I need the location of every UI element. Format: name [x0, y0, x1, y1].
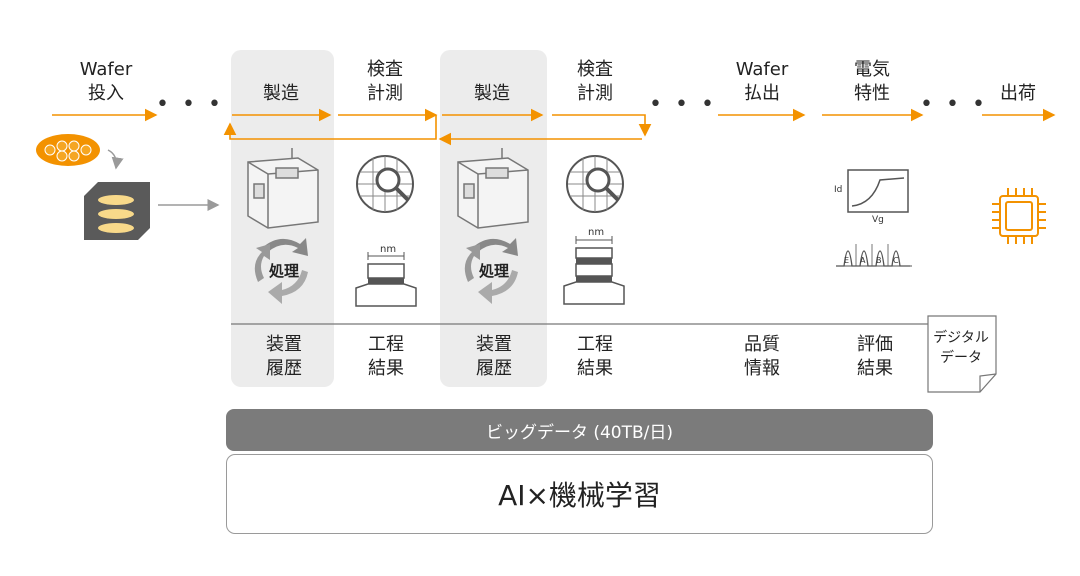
step-electrical: 電気 特性: [854, 59, 890, 104]
nm-label-2: nm: [588, 227, 604, 238]
inspection-magnifier-icon-1: [356, 155, 414, 213]
ai-machine-learning-box: AI×機械学習: [226, 454, 933, 534]
data-digital: デジタル データ: [933, 330, 989, 366]
ellipsis-3: • • •: [920, 92, 988, 117]
bin-a: A: [860, 256, 866, 265]
data-equipment-history-2: 装置 履歴: [476, 334, 512, 379]
id-vg-graph-icon: Id Vg: [834, 169, 909, 225]
step-manufacturing-1: 製造: [263, 83, 299, 104]
step-wafer-out: Wafer 払出: [735, 59, 789, 104]
nm-label-1: nm: [380, 244, 396, 255]
step-shipping: 出荷: [1000, 83, 1036, 104]
inspection-magnifier-icon-2: [566, 155, 624, 213]
data-process-results-2: 工程 結果: [577, 334, 613, 379]
distribution-bins-icon: E A B C: [836, 244, 912, 267]
big-data-bar: ビッグデータ (40TB/日): [226, 409, 933, 451]
layer-stack-icon-2: nm: [563, 227, 625, 305]
data-equipment-history-1: 装置 履歴: [266, 334, 302, 379]
wafer-icon: [36, 134, 124, 170]
step-manufacturing-2: 製造: [474, 83, 510, 104]
bin-e: E: [844, 256, 849, 265]
equipment-icon-2: [457, 148, 529, 229]
ellipsis-2: • • •: [649, 92, 717, 117]
cycle-arrows-1: [254, 238, 308, 304]
bin-b: B: [876, 256, 882, 265]
graph-x-label: Vg: [872, 215, 884, 225]
ellipsis-1: • • •: [156, 92, 224, 117]
database-icon: [84, 182, 220, 240]
chip-icon: [992, 188, 1046, 244]
layer-stack-icon-1: nm: [355, 244, 417, 307]
data-process-results-1: 工程 結果: [368, 334, 404, 379]
cycle-arrows-2: [464, 238, 518, 304]
step-wafer-in: Wafer 投入: [79, 59, 133, 104]
processing-label-1: 処理: [268, 262, 300, 280]
equipment-icon-1: [247, 148, 319, 229]
processing-label-2: 処理: [478, 262, 510, 280]
graph-y-label: Id: [834, 185, 842, 195]
data-evaluation-results: 評価 結果: [857, 334, 893, 379]
digital-data-document: [927, 315, 997, 393]
flow-arrows: [52, 108, 1056, 146]
step-inspection-1: 検査 計測: [367, 59, 403, 104]
data-quality-info: 品質 情報: [744, 334, 780, 379]
step-inspection-2: 検査 計測: [577, 59, 613, 104]
bin-c: C: [893, 256, 899, 265]
